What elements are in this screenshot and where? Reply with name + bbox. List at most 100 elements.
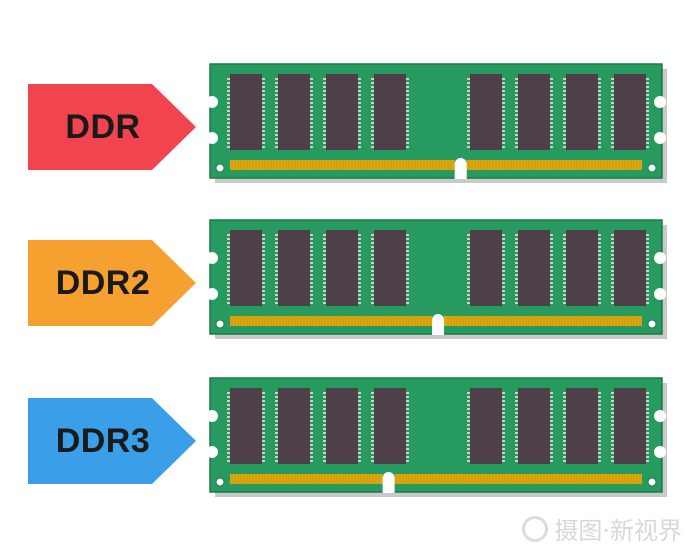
chip-pin [502,242,505,244]
chip-pin [598,122,601,124]
chip-pin [467,102,470,104]
chip-pin [358,440,361,442]
memory-chip [518,388,550,464]
chip-pin [323,114,326,116]
chip-pin [611,106,614,108]
chip-pin [515,266,518,268]
chip-pin [275,118,278,120]
chip-pin [275,270,278,272]
chip-pin [502,274,505,276]
chip-pin [323,78,326,80]
chip-pin [467,460,470,462]
chip-pin [275,106,278,108]
chip-pin [467,82,470,84]
chip-pin [611,412,614,414]
chip-pin [227,110,230,112]
chip-pin [227,278,230,280]
chip-pin [563,412,566,414]
left-side-notch [208,132,218,144]
chip-pin [227,118,230,120]
chip-pin [358,286,361,288]
chip-pin [406,138,409,140]
chip-pin [371,448,374,450]
chip-pin [563,460,566,462]
chip-pin [611,90,614,92]
chip-pin [467,130,470,132]
chip-pin [646,142,649,144]
chip-pin [262,86,265,88]
chip-pin [515,452,518,454]
chip-pin [371,294,374,296]
chip-pin [611,118,614,120]
chip-pin [406,294,409,296]
chip-pin [310,428,313,430]
chip-pin [646,238,649,240]
chip-pin [550,118,553,120]
chip-pin [371,270,374,272]
chip-pin [563,456,566,458]
chip-pin [646,146,649,148]
chip-pin [262,122,265,124]
chip-pin [358,126,361,128]
ddr-tag-shape [28,84,196,170]
chip-pin [550,278,553,280]
chip-pin [502,246,505,248]
chip-pin [358,90,361,92]
chip-pin [563,416,566,418]
chip-pin [563,452,566,454]
chip-pin [227,250,230,252]
chip-pin [323,266,326,268]
chip-pin [502,258,505,260]
chip-pin [598,290,601,292]
chip-pin [406,118,409,120]
chip-pin [371,436,374,438]
chip-pin [611,102,614,104]
ddr-tag: DDR [28,84,198,170]
chip-pin [515,118,518,120]
chip-pin [275,94,278,96]
chip-pin [323,106,326,108]
right-side-notch [654,288,666,300]
chip-pin [598,106,601,108]
chip-pin [598,78,601,80]
chip-pin [646,122,649,124]
chip-pin [262,258,265,260]
chip-pin [598,258,601,260]
chip-pin [310,114,313,116]
chip-pin [502,270,505,272]
chip-pin [467,432,470,434]
chip-pin [646,270,649,272]
chip-pin [406,432,409,434]
chip-pin [598,408,601,410]
chip-pin [275,294,278,296]
chip-pin [262,448,265,450]
chip-pin [227,134,230,136]
chip-pin [515,302,518,304]
chip-pin [611,82,614,84]
chip-pin [467,440,470,442]
chip-pin [371,138,374,140]
chip-pin [262,130,265,132]
chip-pin [406,440,409,442]
memory-chip [470,74,502,150]
memory-chip [566,230,598,306]
chip-pin [515,286,518,288]
chip-pin [502,94,505,96]
chip-pin [227,238,230,240]
chip-pin [646,392,649,394]
chip-pin [227,258,230,260]
chip-pin [371,290,374,292]
chip-pin [550,266,553,268]
chip-pin [358,234,361,236]
chip-pin [550,452,553,454]
chip-pin [310,400,313,402]
chip-pin [598,404,601,406]
chip-pin [502,250,505,252]
chip-pin [227,432,230,434]
chip-pin [646,412,649,414]
chip-pin [227,416,230,418]
chip-pin [323,452,326,454]
chip-pin [358,432,361,434]
chip-pin [646,130,649,132]
chip-pin [598,286,601,288]
